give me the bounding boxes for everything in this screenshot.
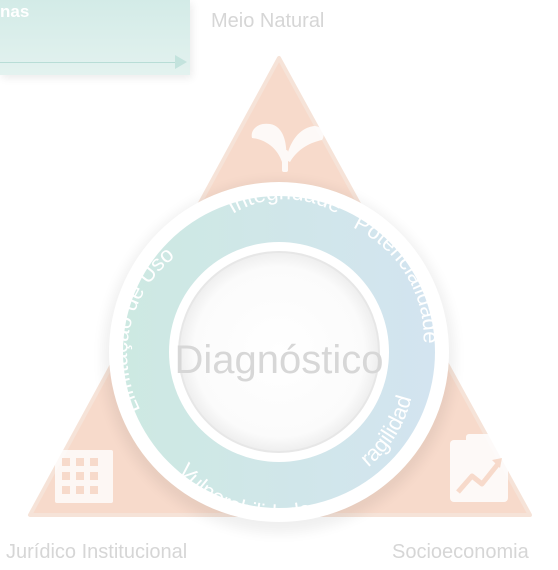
vertex-label-right: Socioeconomia bbox=[392, 541, 529, 563]
top-panel-label: nas bbox=[0, 2, 30, 21]
vertex-label-top: Meio Natural bbox=[211, 10, 325, 32]
sprout-icon bbox=[251, 123, 324, 172]
center-title: Diagnóstico bbox=[174, 338, 383, 382]
top-panel: nas bbox=[0, 0, 190, 75]
connector-arrow-icon bbox=[175, 55, 187, 69]
center-disc bbox=[178, 251, 380, 453]
vertex-label-left: Jurídico Institucional bbox=[6, 541, 188, 563]
growth-chart-icon bbox=[450, 434, 508, 502]
building-icon bbox=[55, 450, 113, 503]
panel-connector-line bbox=[0, 62, 178, 63]
